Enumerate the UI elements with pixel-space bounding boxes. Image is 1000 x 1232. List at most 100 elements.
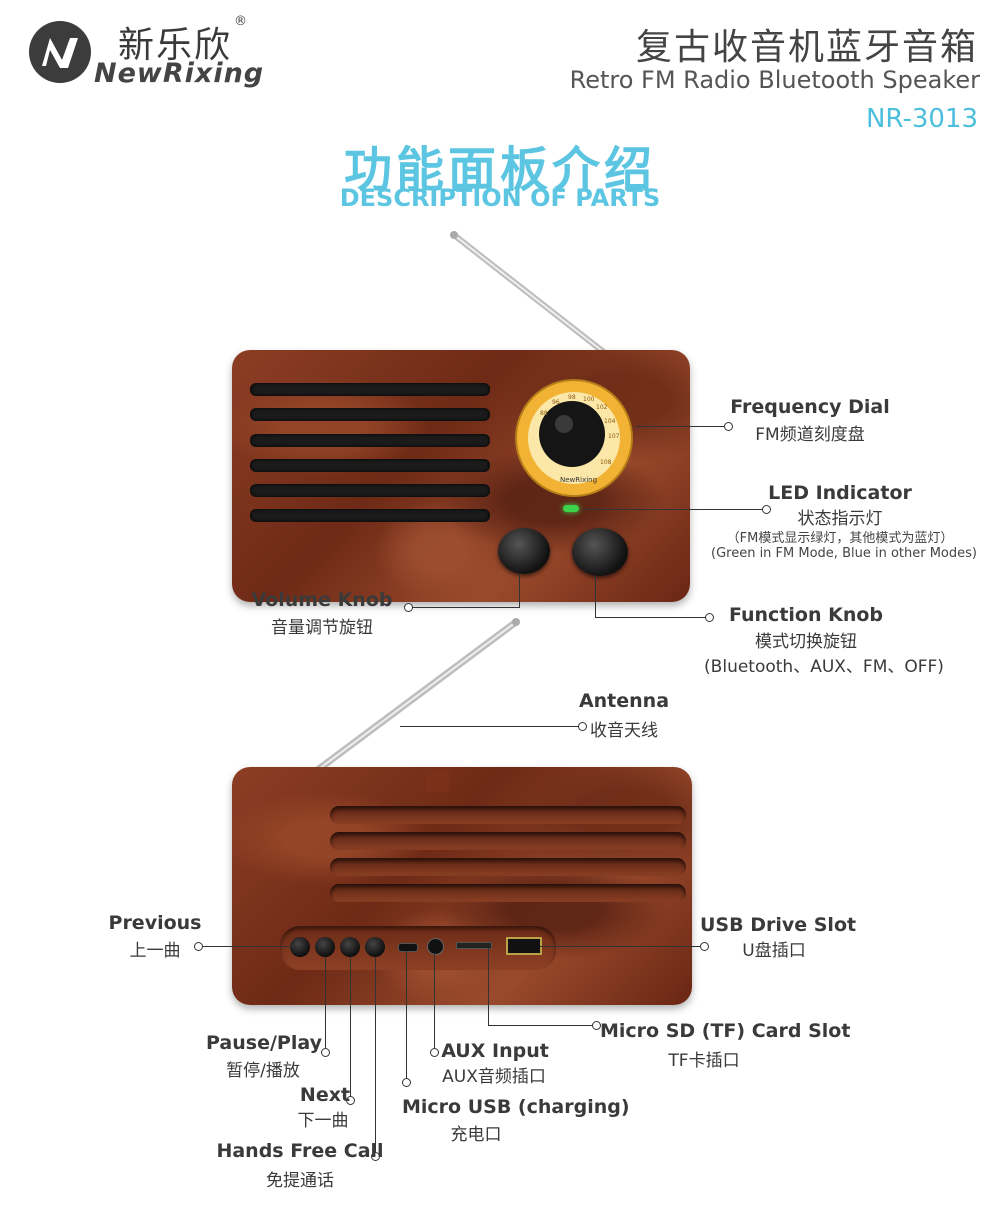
speaker-grille-slot [250,383,490,396]
leader-line [488,1025,596,1027]
hands-free-label: Hands Free Call [216,1140,384,1162]
volume-knob-label-cn: 音量调节旋钮 [271,618,373,638]
leader-dot [402,1078,411,1087]
leader-dot [194,942,203,951]
leader-line [636,426,728,428]
leader-dot [346,1096,355,1105]
leader-dot [705,613,714,622]
leader-line [540,946,704,948]
aux-input-label-cn: AUX音频插口 [442,1067,546,1087]
usb-drive-port[interactable] [506,937,542,955]
dial-tick: 88 [540,410,548,417]
function-knob-label: Function Knob [728,604,884,626]
previous-label: Previous [108,912,202,934]
pause-play-button[interactable] [315,937,335,957]
led-indicator-label: LED Indicator [768,482,912,504]
aux-input-label: AUX Input [441,1040,549,1062]
brand-logo-icon [29,21,91,83]
dial-tick: 98 [568,394,576,401]
speaker-grille-slot [250,408,490,421]
leader-dot [724,422,733,431]
back-vent-slot [330,806,686,824]
function-knob-label-cn: 模式切换旋钮 [755,632,857,652]
hands-free-label-cn: 免提通话 [266,1171,334,1191]
leader-line [519,574,521,608]
speaker-grille-slot [250,434,490,447]
leader-line [595,617,709,619]
leader-line [406,951,408,1079]
led-indicator-note-en: (Green in FM Mode, Blue in other Modes) [711,546,977,561]
back-vent-slot [330,884,686,902]
speaker-grille-slot [250,484,490,497]
leader-dot [578,722,587,731]
dial-tick: 96 [552,399,560,406]
dial-tick: 108 [600,459,612,466]
brand-name-en: NewRixing [94,58,265,89]
leader-line [350,957,352,1097]
hands-free-call-button[interactable] [365,937,385,957]
dial-tick: 104 [604,418,616,425]
micro-sd-label-cn: TF卡插口 [668,1051,740,1071]
dial-tick: 100 [583,396,595,403]
leader-line [325,957,327,1049]
usb-drive-label: USB Drive Slot [700,914,857,936]
aux-input-jack[interactable] [427,938,444,955]
led-indicator-note-cn: （FM模式显示绿灯，其他模式为蓝灯） [726,531,954,546]
back-vent-slot [330,858,686,876]
front-antenna [450,231,613,360]
leader-dot [371,1152,380,1161]
leader-line [488,948,490,1026]
antenna-label: Antenna [578,690,670,712]
function-knob-modes: (Bluetooth、AUX、FM、OFF) [704,657,944,677]
leader-line [202,946,298,948]
leader-dot [592,1021,601,1030]
product-title-cn: 复古收音机蓝牙音箱 [635,27,978,68]
section-title-en: DESCRIPTION OF PARTS [339,184,661,212]
volume-knob[interactable] [498,528,550,574]
frequency-dial-label-cn: FM频道刻度盘 [755,425,865,445]
micro-usb-label-cn: 充电口 [450,1125,502,1145]
product-title-en: Retro FM Radio Bluetooth Speaker [569,66,980,94]
micro-sd-label: Micro SD (TF) Card Slot [600,1020,851,1042]
leader-dot [404,603,413,612]
back-vent-slot [330,832,686,850]
leader-line [434,953,436,1049]
registered-mark: ® [234,14,247,29]
frequency-dial-label: Frequency Dial [730,396,890,418]
brand-name-cn: 新乐欣 [118,25,233,66]
micro-sd-slot[interactable] [456,942,492,949]
leader-dot [430,1048,439,1057]
antenna-label-cn: 收音天线 [590,721,658,741]
dial-tick: 107 [608,433,620,440]
leader-line [595,576,597,618]
micro-usb-label: Micro USB (charging) [402,1096,630,1118]
frequency-dial[interactable]: 88 96 98 100 102 104 107 108 NewRixing [514,378,634,498]
leader-dot [321,1048,330,1057]
next-button[interactable] [340,937,360,957]
speaker-grille-slot [250,509,490,522]
previous-button[interactable] [290,937,310,957]
leader-line [412,607,520,609]
dial-brand: NewRixing [560,476,597,484]
leader-line [400,726,582,728]
micro-usb-port[interactable] [398,943,418,952]
speaker-grille-slot [250,459,490,472]
previous-label-cn: 上一曲 [129,941,181,961]
led-indicator-label-cn: 状态指示灯 [797,509,883,529]
pause-play-label-cn: 暂停/播放 [226,1061,300,1081]
usb-drive-label-cn: U盘插口 [742,941,806,961]
leader-line [375,957,377,1153]
leader-line [582,509,766,511]
back-hook [426,770,450,792]
next-label: Next [299,1084,351,1106]
function-knob[interactable] [572,528,628,576]
leader-dot [700,942,709,951]
led-indicator-light [563,505,579,512]
pause-play-label: Pause/Play [206,1032,322,1054]
leader-dot [762,505,771,514]
volume-knob-label: Volume Knob [251,589,393,611]
model-number: NR-3013 [865,104,978,134]
section-title-cn: 功能面板介绍 [343,142,656,198]
dial-tick: 102 [596,404,608,411]
next-label-cn: 下一曲 [297,1111,349,1131]
